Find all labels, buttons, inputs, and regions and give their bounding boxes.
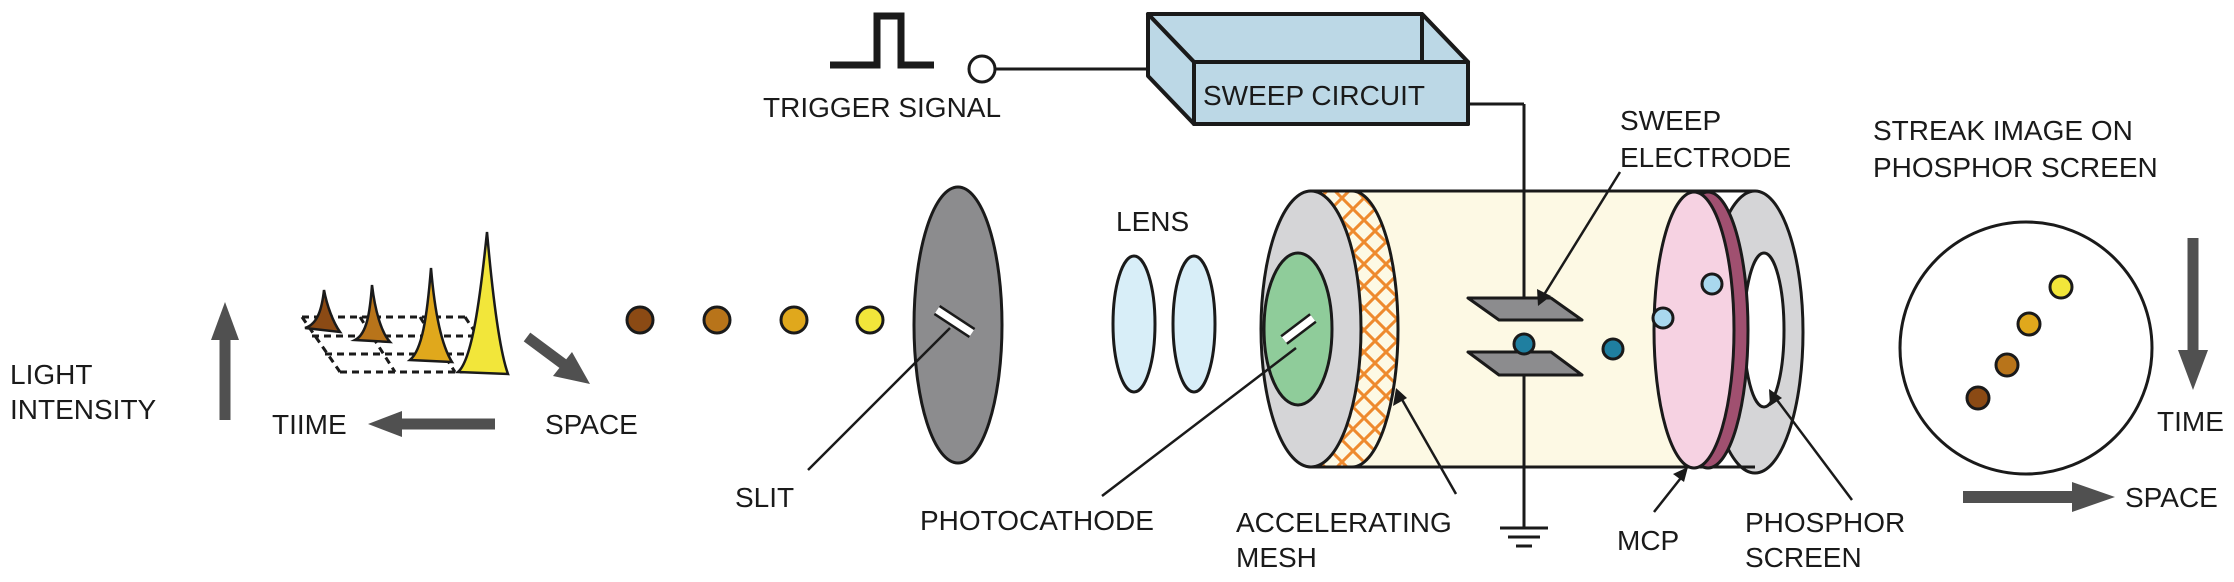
- pulse-dot-1: [625, 305, 655, 335]
- electron-2: [1601, 337, 1625, 361]
- lens-label: LENS: [1116, 206, 1189, 237]
- screen-spot-2: [1700, 272, 1724, 296]
- screen-spot-1: [1651, 306, 1675, 330]
- tube-body: [1311, 191, 1701, 467]
- sweep-electrode-label: SWEEP: [1620, 105, 1721, 136]
- time-axis-left: [368, 411, 495, 437]
- slit-leader: [807, 327, 951, 471]
- accelerating-mesh-label: ACCELERATING: [1236, 507, 1452, 538]
- time-axis-right: [2178, 238, 2208, 390]
- space-axis-left: [523, 332, 590, 384]
- pulse-dot-2: [702, 305, 732, 335]
- accelerating-mesh-label-2: MESH: [1236, 542, 1317, 573]
- streak-image-label-2: PHOSPHOR SCREEN: [1873, 152, 2158, 183]
- space-label-right: SPACE: [2125, 482, 2218, 513]
- trigger-signal-label: TRIGGER SIGNAL: [763, 92, 1001, 123]
- sweep-circuit-label: SWEEP CIRCUIT: [1203, 80, 1425, 111]
- ground-symbol: [1500, 526, 1548, 548]
- phosphor-screen-label-2: SCREEN: [1745, 542, 1862, 573]
- sweep-electrode: [1466, 296, 1584, 377]
- screen-spots: [1651, 272, 1724, 330]
- streak-image-spots: [1965, 274, 2074, 411]
- photocathode-leader: [1101, 347, 1297, 497]
- time-label-left: TIIME: [272, 409, 347, 440]
- pulse-dot-3: [779, 305, 809, 335]
- streak-spot-4: [1965, 385, 1991, 411]
- light-pulses: [304, 231, 510, 376]
- phosphor-screen-inner: [1742, 251, 1786, 409]
- mcp-leader: [1653, 473, 1685, 513]
- light-intensity-label: LIGHT: [10, 359, 92, 390]
- slit-label: SLIT: [735, 482, 794, 513]
- light-intensity-axis: [211, 302, 239, 420]
- sweep-electrode-label-2: ELECTRODE: [1620, 142, 1791, 173]
- phosphor-screen-label: PHOSPHOR: [1745, 507, 1905, 538]
- streak-image-label: STREAK IMAGE ON: [1873, 115, 2133, 146]
- streak-image-circle: [1898, 220, 2154, 476]
- time-label-right: TIME: [2157, 406, 2224, 437]
- accelerating-mesh-leader: [1398, 395, 1458, 495]
- mcp-label: MCP: [1617, 525, 1679, 556]
- sweep-electrode-leader: [1540, 171, 1622, 299]
- streak-spot-3: [1994, 352, 2020, 378]
- lens: [1111, 254, 1217, 394]
- sweep-circuit-box: [1146, 12, 1470, 126]
- phosphor-screen-leader: [1773, 395, 1853, 501]
- light-pulse-dots: [625, 305, 885, 335]
- electron-1: [1512, 332, 1536, 356]
- light-intensity-label-2: INTENSITY: [10, 394, 157, 425]
- space-axis-right: [1963, 482, 2115, 512]
- trigger-pulse-icon: [830, 12, 934, 69]
- trigger-input-terminal: [967, 54, 997, 84]
- slit-disk: [912, 185, 1004, 465]
- space-label-left: SPACE: [545, 409, 638, 440]
- photocathode-label: PHOTOCATHODE: [920, 505, 1154, 536]
- streak-spot-1: [2048, 274, 2074, 300]
- pulse-dot-4: [855, 305, 885, 335]
- electrons: [1512, 332, 1625, 361]
- mcp-plate: [1652, 190, 1736, 470]
- streak-spot-2: [2016, 311, 2042, 337]
